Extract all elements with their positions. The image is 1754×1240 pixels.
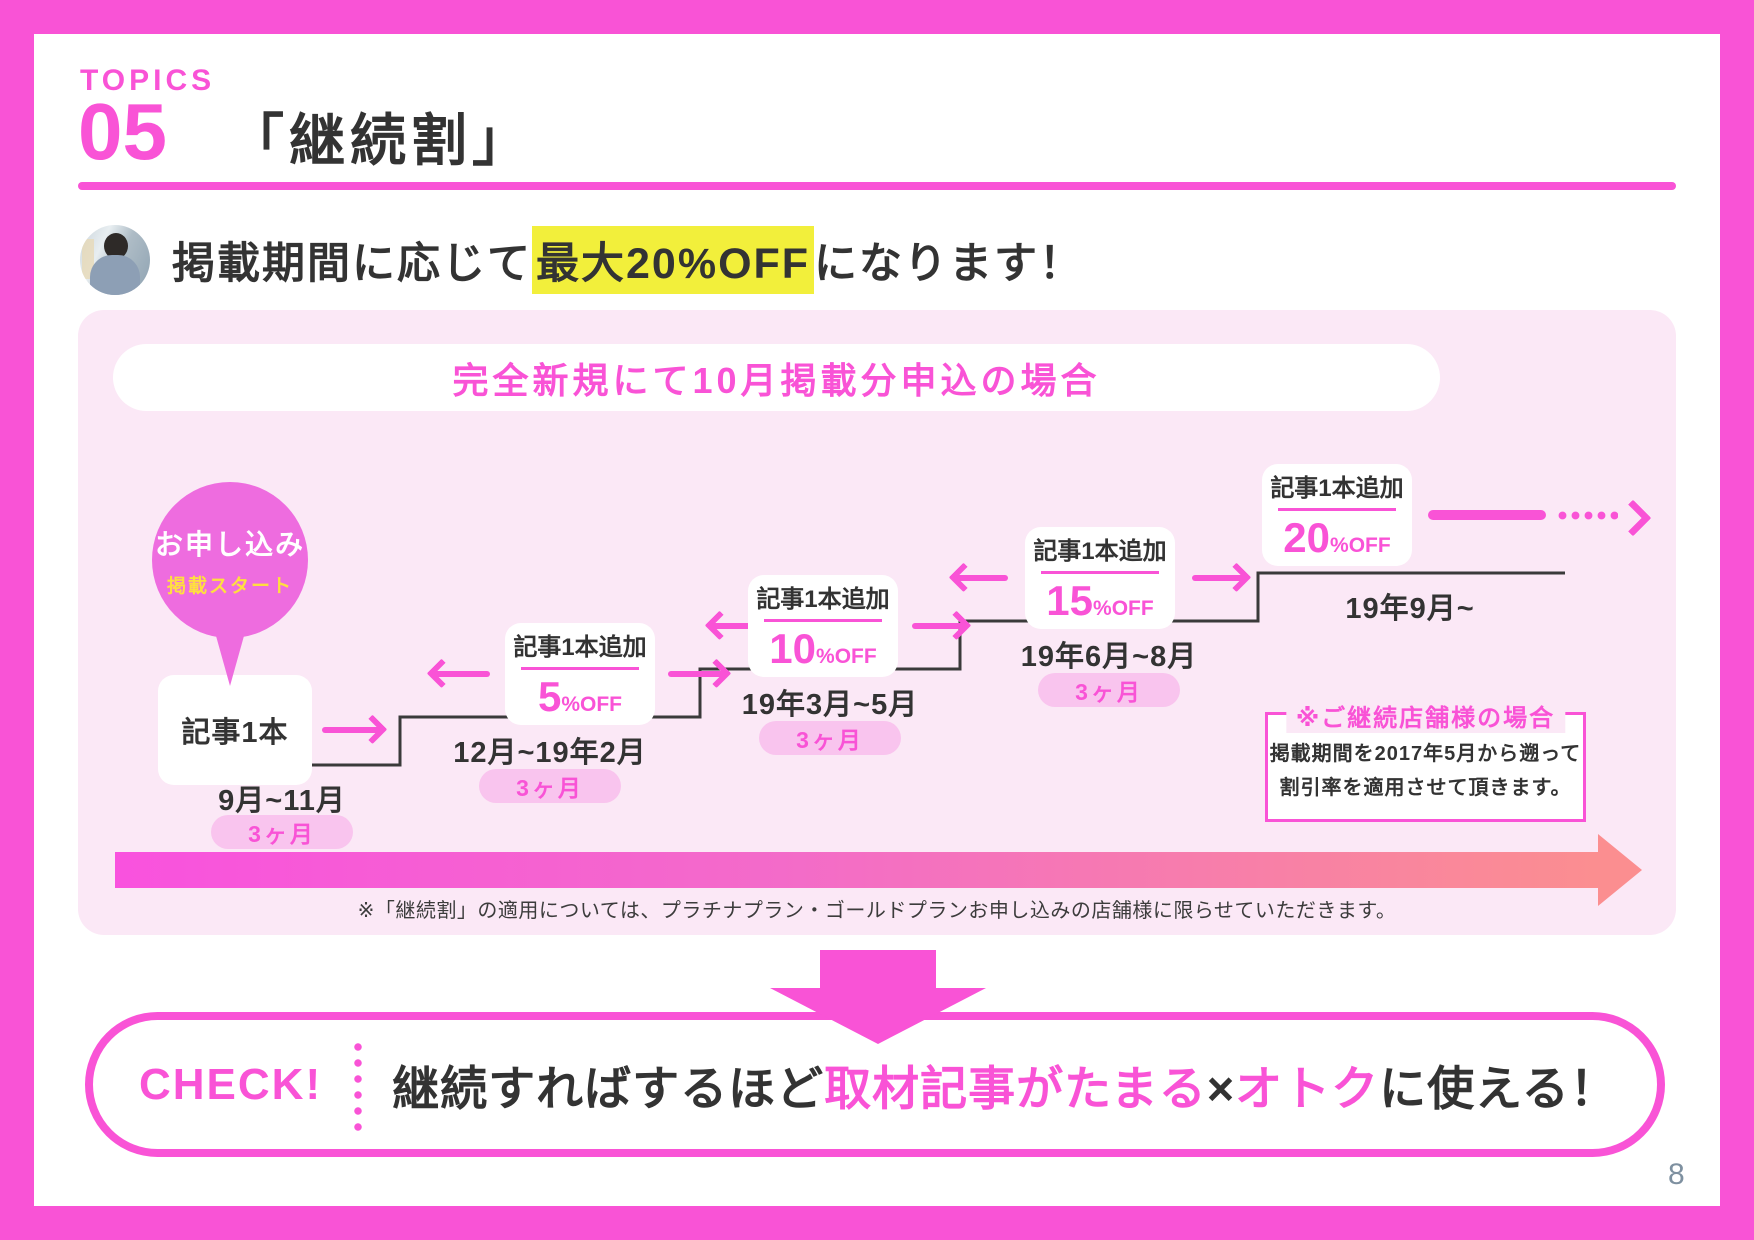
- step2-discount-box: 記事1本追加 5%OFF: [505, 623, 655, 725]
- timeline-gradient-arrow-head-icon: [1598, 834, 1642, 906]
- step3-duration-pill: 3ヶ月: [759, 721, 901, 755]
- step3-add-label: 記事1本追加: [756, 586, 890, 613]
- step4-add-label: 記事1本追加: [1033, 538, 1167, 565]
- note-line1: 掲載期間を2017年5月から遡って: [1269, 743, 1582, 765]
- check-segment: オトク: [1235, 1062, 1380, 1115]
- step3-underline: [764, 619, 882, 622]
- step1-duration-pill: 3ヶ月: [211, 815, 353, 849]
- continuation-arrow-dots: [1556, 511, 1618, 520]
- step2-duration-pill: 3ヶ月: [479, 769, 621, 803]
- step5-discount-value: 20: [1283, 514, 1331, 561]
- dotted-divider: [354, 1038, 363, 1131]
- step1-period: 9月~11月: [218, 785, 346, 817]
- avatar: [80, 225, 150, 295]
- check-segment: に使える！: [1379, 1062, 1618, 1115]
- right-arrow-icon: [322, 727, 382, 733]
- step4-discount-unit: %OFF: [1093, 597, 1154, 620]
- step4-duration-pill: 3ヶ月: [1038, 673, 1180, 707]
- page-number: 8: [1668, 1158, 1685, 1191]
- step4-discount-value: 15: [1046, 577, 1094, 624]
- step5-period: 19年9月~: [1345, 593, 1475, 625]
- avatar-person-head: [104, 233, 128, 259]
- check-segment: 継続すればするほど: [392, 1062, 825, 1115]
- lead-highlight: 最大20%OFF: [532, 226, 815, 294]
- step3-discount-box: 記事1本追加 10%OFF: [748, 575, 898, 677]
- topics-label: TOPICS: [80, 64, 216, 97]
- topics-number: 05: [78, 87, 167, 176]
- left-arrow-icon: [954, 575, 1008, 581]
- step3-period: 19年3月~5月: [741, 689, 919, 721]
- note-line2: 割引率を適用させて頂きます。: [1279, 777, 1572, 799]
- down-arrow-head-icon: [770, 988, 986, 1044]
- panel-title-pill: 完全新規にて10月掲載分申込の場合: [113, 344, 1440, 411]
- timeline-gradient-arrow: [115, 852, 1598, 888]
- left-arrow-icon: [432, 671, 490, 677]
- check-label: CHECK!: [139, 1059, 323, 1109]
- step4-discount-box: 記事1本追加 15%OFF: [1025, 527, 1175, 629]
- step2-discount-value: 5: [537, 673, 562, 720]
- down-arrow-icon: [820, 950, 936, 990]
- lead-prefix: 掲載期間に応じて: [172, 240, 532, 288]
- balloon-main-text: お申し込み: [154, 528, 305, 560]
- step5-add-label: 記事1本追加: [1270, 475, 1404, 502]
- right-arrow-icon: [668, 671, 726, 677]
- step5-discount-unit: %OFF: [1330, 534, 1391, 557]
- panel-title: 完全新規にて10月掲載分申込の場合: [452, 359, 1101, 401]
- note-title: ※ご継続店舗様の場合: [1285, 698, 1566, 733]
- step2-underline: [521, 667, 639, 670]
- title-divider: [78, 182, 1676, 190]
- right-arrow-icon: [1192, 575, 1246, 581]
- step1-box: 記事1本: [158, 675, 312, 785]
- check-segment: 取材記事がたまる: [824, 1062, 1207, 1115]
- balloon-sub-text: 掲載スタート: [166, 575, 293, 597]
- step3-discount-value: 10: [769, 625, 817, 672]
- step5-discount-box: 記事1本追加 20%OFF: [1262, 464, 1412, 566]
- step4-period: 19年6月~8月: [1020, 641, 1198, 673]
- step5-underline: [1278, 508, 1396, 511]
- start-balloon: お申し込み 掲載スタート: [152, 482, 308, 638]
- step4-underline: [1041, 571, 1159, 574]
- page-title: 「継続割」: [228, 109, 533, 172]
- step2-discount-unit: %OFF: [561, 693, 623, 716]
- panel-footnote: ※「継続割」の適用については、プラチナプラン・ゴールドプランお申し込みの店舗様に…: [357, 900, 1397, 922]
- step3-discount-unit: %OFF: [816, 645, 877, 668]
- right-arrow-icon: [912, 623, 966, 629]
- check-message: 継続すればするほど取材記事がたまる×オトクに使える！: [392, 1050, 1618, 1119]
- check-segment: ×: [1206, 1062, 1236, 1115]
- step2-period: 12月~19年2月: [453, 737, 647, 769]
- continuing-store-note: ※ご継続店舗様の場合 掲載期間を2017年5月から遡って 割引率を適用させて頂き…: [1265, 698, 1586, 822]
- step2-add-label: 記事1本追加: [513, 634, 647, 661]
- avatar-person-body: [90, 255, 140, 295]
- lead-suffix: になります！: [814, 240, 1085, 288]
- continuation-arrow-bar: [1428, 510, 1546, 520]
